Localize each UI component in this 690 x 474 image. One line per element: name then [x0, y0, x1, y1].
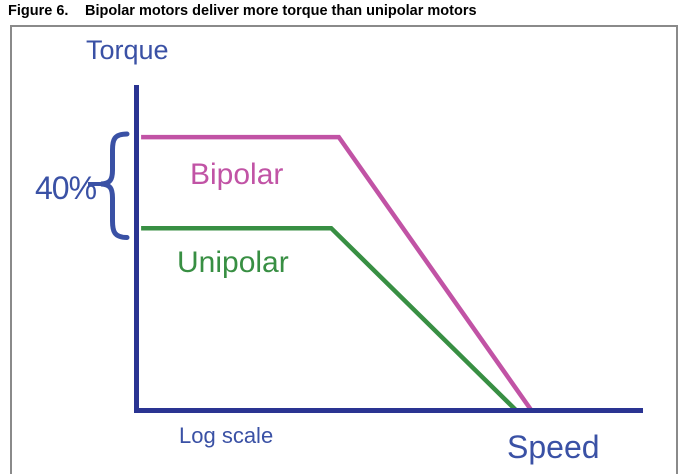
y-axis-label: Torque — [86, 35, 169, 65]
unipolar-series-label: Unipolar — [177, 246, 289, 279]
torque-difference-annotation: 40% — [35, 170, 97, 206]
figure-caption: Figure 6. Bipolar motors deliver more to… — [8, 3, 477, 20]
figure-title: Bipolar motors deliver more torque than … — [85, 3, 477, 19]
unipolar-line — [141, 225, 518, 413]
figure-number: Figure 6. — [8, 3, 69, 19]
figure-frame — [10, 25, 678, 474]
log-scale-note: Log scale — [179, 423, 274, 448]
brace-icon — [100, 131, 130, 240]
bipolar-series-label: Bipolar — [190, 158, 284, 191]
bipolar-line — [141, 134, 534, 412]
x-axis-label: Speed — [507, 429, 600, 465]
